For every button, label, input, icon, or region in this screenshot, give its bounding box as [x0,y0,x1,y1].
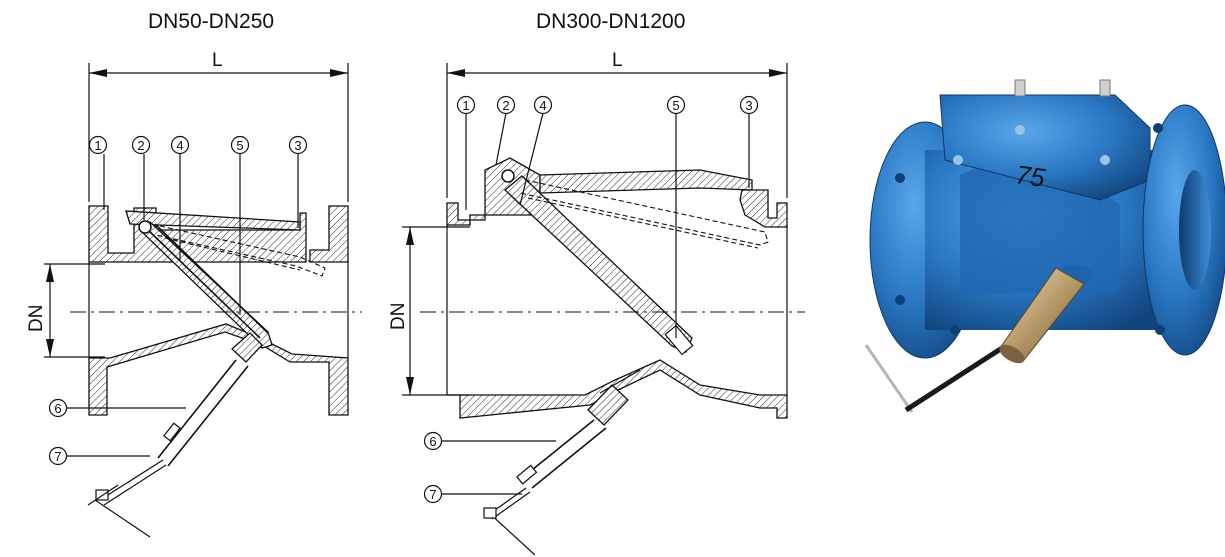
large-valve-title: DN300-DN1200 [536,10,686,33]
small-outlet-flange-top [309,205,349,263]
large-bonnet [539,169,753,194]
casting-mark: 75 [1014,159,1047,193]
large-callout-7: 7 [429,487,436,502]
small-counterweight-arm [87,332,263,538]
valve-product-photo: 75 [864,79,1225,413]
large-valve-drawing: L DN [388,50,805,556]
small-callouts: 1 2 4 5 3 6 7 [48,135,308,466]
small-callout-4: 4 [176,138,183,153]
small-length-dimension: L [88,50,349,202]
large-dn-dimension: DN [388,226,470,396]
small-callout-3: 3 [294,138,301,153]
outlet-bore [1179,170,1211,290]
lever-rod [864,344,914,413]
small-callout-7: 7 [54,449,61,464]
large-inlet-flange [446,157,541,226]
small-callout-2: 2 [137,138,144,153]
large-outlet-flange-top [739,189,788,228]
small-inlet-flange [88,205,307,263]
small-lower-body [88,323,349,416]
small-callout-1: 1 [94,138,101,153]
large-valve-disc [504,175,693,353]
large-dn-label: DN [388,303,409,330]
large-callout-2: 2 [502,98,509,113]
large-length-dimension: L [446,50,788,198]
small-dn-label: DN [26,305,47,332]
large-callout-3: 3 [745,98,752,113]
small-hinge-pin [138,220,152,234]
small-valve-title: DN50-DN250 [148,10,275,33]
large-length-label: L [612,50,623,71]
large-hinge-pin [501,169,515,183]
small-callout-5: 5 [236,138,243,153]
large-callout-4: 4 [539,98,546,113]
small-dn-dimension: DN [26,263,105,358]
large-callout-1: 1 [462,98,469,113]
large-counterweight-arm [483,369,641,556]
large-callouts: 1 2 4 5 3 6 7 [423,95,759,504]
small-valve-drawing: L DN [26,50,362,538]
small-length-label: L [212,50,223,71]
large-callout-6: 6 [429,434,436,449]
small-callout-6: 6 [54,401,61,416]
large-callout-5: 5 [672,98,679,113]
small-bonnet [125,210,301,231]
